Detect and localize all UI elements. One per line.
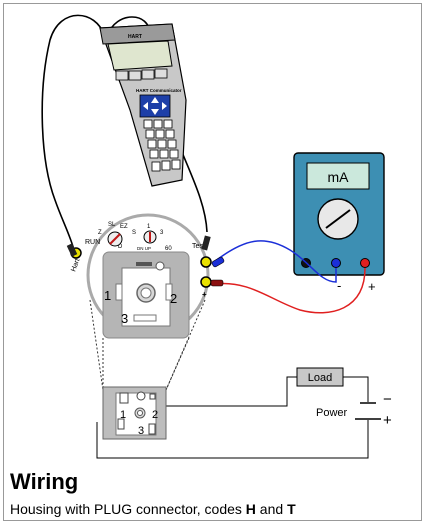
num-60-label: 60	[165, 246, 172, 252]
plug-pin-3-label: 3	[138, 425, 144, 437]
red-lead	[213, 267, 366, 314]
communicator-arrow-keys	[139, 94, 171, 118]
dn-up-label: DN UP	[137, 246, 151, 251]
subtitle-text-1: Housing with PLUG connector, codes	[10, 501, 246, 517]
sl-label: SL	[108, 222, 116, 228]
projection-lines	[89, 299, 206, 391]
hart-communicator: HART HART Communicator	[99, 23, 187, 187]
meter-ma-jack	[331, 258, 341, 268]
communicator-screen	[107, 40, 173, 71]
field-wiring	[96, 376, 369, 459]
power-supply: Power − +	[316, 391, 392, 429]
multimeter: mA - +	[293, 152, 385, 294]
hart-terminal-label: Hart	[70, 258, 81, 273]
plug-connector: 1 2 3	[102, 386, 167, 440]
terminal-1-label: 1	[104, 288, 111, 303]
meter-plus-label: +	[368, 279, 376, 294]
hart-clips	[66, 235, 211, 257]
d-label: D	[118, 244, 123, 250]
test-terminal-minus	[200, 256, 212, 268]
meter-probe-clips	[210, 256, 225, 287]
num-1-label: 1	[147, 224, 151, 230]
blue-lead	[213, 240, 337, 283]
communicator-brand: HART	[128, 34, 142, 40]
power-plus-label: +	[383, 412, 392, 429]
communicator-keypad	[143, 119, 181, 172]
test-label: Test	[192, 243, 205, 250]
transmitter-head: RUN Z SL EZ D S 1 3 DN UP 60 1 2 3 Hart …	[70, 213, 212, 339]
meter-minus-label: -	[337, 278, 341, 293]
communicator-product-label: HART Communicator	[136, 88, 182, 93]
load-label: Load	[308, 372, 332, 384]
terminal-3-label: 3	[121, 311, 128, 326]
meter-v-jack	[360, 258, 370, 268]
meter-display	[306, 162, 370, 190]
terminal-2-label: 2	[170, 291, 177, 306]
ez-label: EZ	[120, 224, 128, 230]
subtitle-text-2: and	[255, 501, 288, 517]
plug-pin-1-label: 1	[120, 409, 126, 421]
code-h: H	[245, 501, 256, 517]
plug-pin-2-label: 2	[152, 409, 158, 421]
power-label: Power	[316, 407, 348, 419]
power-minus-label: −	[383, 391, 392, 408]
meter-unit-label: mA	[328, 169, 350, 185]
s-label: S	[132, 230, 136, 236]
test-plus-label: +	[202, 290, 207, 299]
num-3-label: 3	[160, 230, 164, 236]
load-resistor: Load	[296, 367, 344, 387]
code-t: T	[287, 501, 296, 517]
caption: Wiring Housing with PLUG connector, code…	[10, 470, 415, 518]
run-label: RUN	[85, 239, 100, 246]
communicator-function-keys	[115, 68, 168, 81]
test-terminal-plus	[200, 276, 212, 288]
caption-subtitle: Housing with PLUG connector, codes H and…	[10, 500, 415, 518]
caption-title: Wiring	[10, 469, 79, 494]
z-label: Z	[98, 230, 102, 236]
